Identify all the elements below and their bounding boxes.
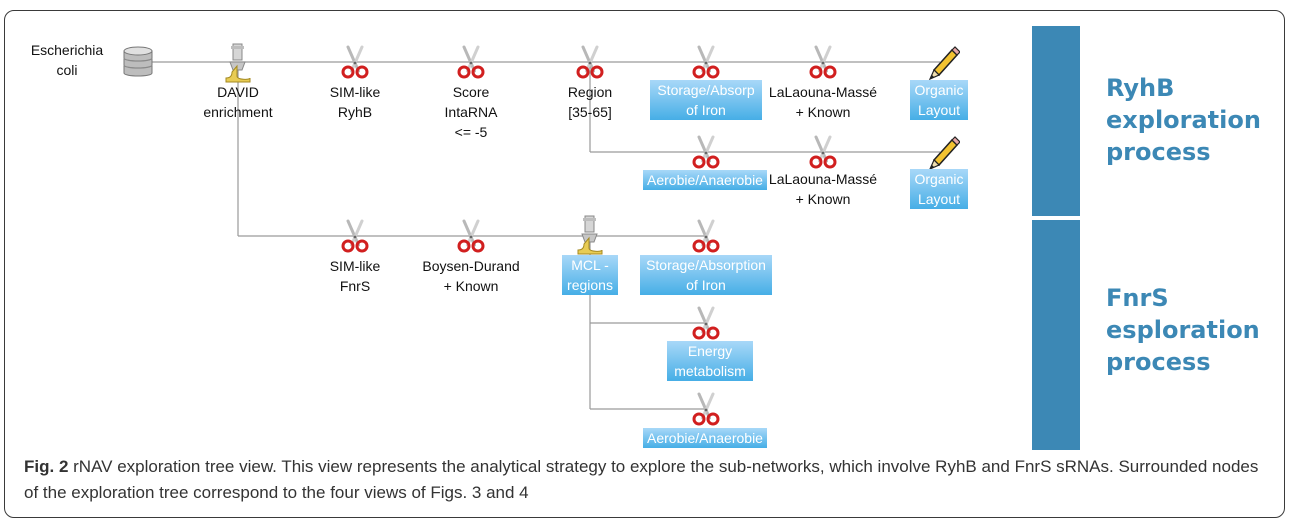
caption-text: rNAV exploration tree view. This view re… <box>24 457 1259 502</box>
figure-number: Fig. 2 <box>24 457 69 476</box>
scissors-icon <box>688 44 724 80</box>
scissors-icon <box>805 44 841 80</box>
scissors-icon <box>688 134 724 170</box>
node-label: Boysen-Durand+ Known <box>422 258 520 294</box>
scissors-icon <box>688 391 724 427</box>
highlighted-node-label: Aerobie/Anaerobie <box>643 170 767 190</box>
fnrs-section-bar <box>1032 220 1080 450</box>
node-label: LaLaouna-Massé+ Known <box>768 84 878 120</box>
figure-caption: Fig. 2 rNAV exploration tree view. This … <box>24 454 1264 506</box>
pencil-icon <box>924 134 960 170</box>
node-label: Region[35-65] <box>567 84 613 120</box>
node-label: LaLaouna-Massé+ Known <box>768 171 878 207</box>
figure-frame <box>4 10 1285 518</box>
scissors-icon <box>453 218 489 254</box>
pencil-icon <box>924 44 960 80</box>
scissors-icon <box>453 44 489 80</box>
ryhb-section-bar <box>1032 26 1080 216</box>
database-icon <box>120 44 156 80</box>
scissors-icon <box>337 44 373 80</box>
scissors-icon <box>688 305 724 341</box>
scissors-icon <box>337 218 373 254</box>
scissors-icon <box>572 44 608 80</box>
highlighted-node-label: MCL -regions <box>562 255 618 295</box>
filter-icon <box>572 214 608 258</box>
scissors-icon <box>805 134 841 170</box>
scissors-icon <box>688 218 724 254</box>
filter-icon <box>220 42 256 86</box>
highlighted-node-label: Aerobie/Anaerobie <box>643 428 767 448</box>
